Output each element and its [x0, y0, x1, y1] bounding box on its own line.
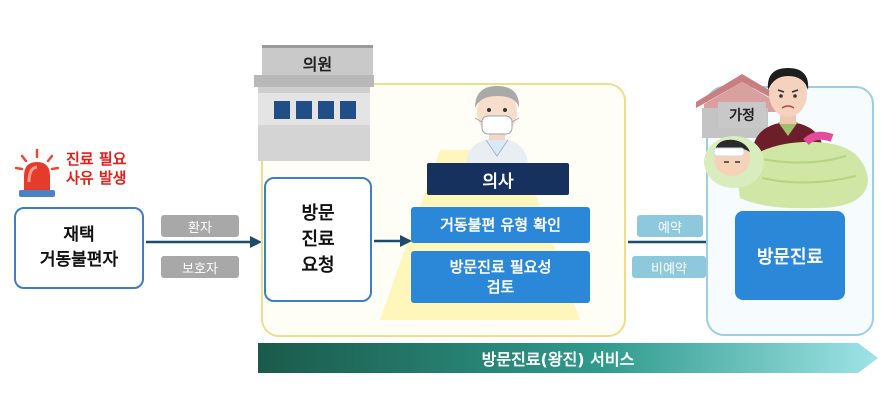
doctor-label: 의사: [427, 163, 569, 195]
home-visit-box: 방문진료: [735, 211, 845, 300]
siren-icon: [14, 148, 60, 197]
task-necessity-review: 방문진료 필요성 검토: [411, 251, 590, 303]
alert-line2: 사유 발생: [66, 169, 127, 187]
task2-line1: 방문진료 필요성: [449, 258, 552, 276]
request-line3: 요청: [301, 254, 335, 276]
home-label: 가정: [718, 102, 766, 128]
request-box: 방문 진료 요청: [264, 177, 372, 302]
patient-line2: 거동불편자: [39, 250, 119, 270]
arrow-patient-to-request: [146, 236, 262, 248]
task2-line2: 검토: [486, 278, 515, 296]
clinic-building-icon: [254, 75, 374, 161]
request-line1: 방문: [301, 202, 335, 224]
tag-unreserved: 비예약: [632, 256, 706, 278]
alert-line1: 진료 필요: [66, 150, 127, 168]
service-banner: [258, 343, 878, 373]
alert-text: 진료 필요 사유 발생: [66, 150, 156, 188]
doctor-icon: [466, 86, 528, 166]
task-mobility-type: 거동불편 유형 확인: [411, 207, 590, 243]
service-banner-label: 방문진료(왕진) 서비스: [481, 350, 635, 369]
patient-line1: 재택: [63, 225, 95, 245]
tag-reserved: 예약: [637, 215, 703, 237]
arrow-request-to-doctor: [374, 235, 412, 247]
sick-child-icon: [704, 131, 868, 209]
tag-patient: 환자: [161, 215, 239, 237]
clinic-sign: 의원: [262, 45, 373, 78]
request-line2: 진료: [301, 228, 335, 250]
patient-box: 재택 거동불편자: [14, 207, 144, 289]
tag-guardian: 보호자: [161, 256, 239, 278]
